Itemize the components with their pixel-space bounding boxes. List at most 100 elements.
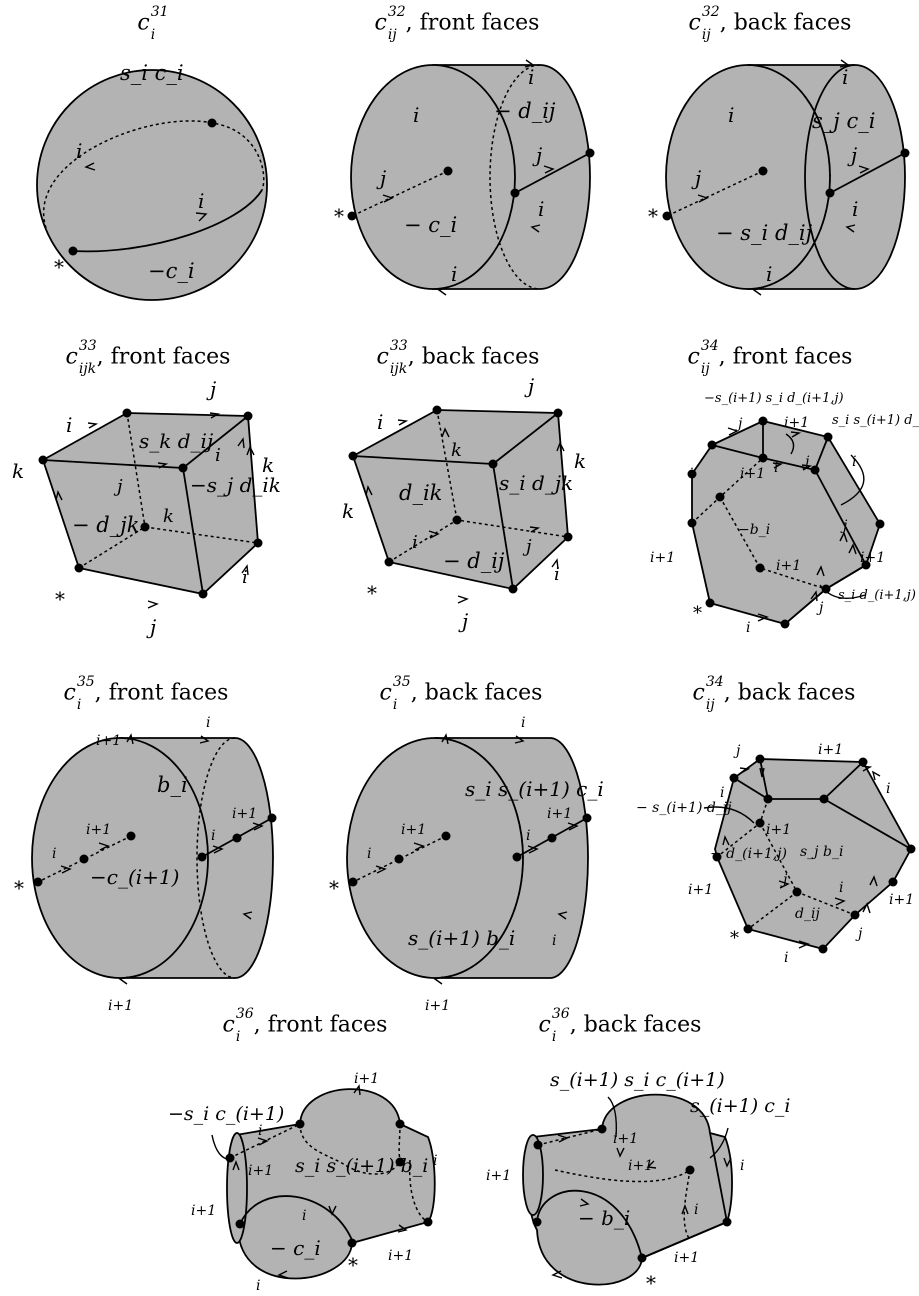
vertex <box>207 118 217 128</box>
vertex <box>38 455 48 465</box>
arrow-head <box>257 1137 269 1146</box>
basepoint-label: * <box>348 1253 358 1277</box>
edge-label: j <box>802 454 810 470</box>
arrow-head <box>524 59 535 68</box>
face-label: −b_i <box>738 522 770 538</box>
edge-label: j <box>691 166 701 190</box>
arrow-head <box>697 194 709 203</box>
vertex <box>597 1124 607 1134</box>
arrow-head <box>246 445 255 456</box>
arrow-head <box>84 162 96 171</box>
edge-label: j <box>735 416 743 432</box>
sphere-shape <box>36 69 268 301</box>
edge-label: j <box>840 518 848 534</box>
arrow-head <box>551 1270 563 1279</box>
edge-label: i <box>774 460 778 476</box>
edge-label: i <box>554 564 560 585</box>
edge-label: i+1 <box>108 998 133 1014</box>
edge-label: i+1 <box>232 806 257 822</box>
edge-label: i <box>746 620 750 636</box>
face-label: − b_i <box>578 1206 630 1230</box>
arrow-head <box>457 595 469 604</box>
edge-label: i <box>66 413 72 437</box>
diagram-c34-front: −s_(i+1) s_i d_(i+1,j) i+1 s_i s_(i+1) d… <box>650 391 919 636</box>
vertex <box>792 887 802 897</box>
arrow-head <box>557 911 568 920</box>
arrow-head <box>87 422 99 429</box>
vertex <box>232 833 242 843</box>
arrow-head <box>397 419 409 426</box>
vertex <box>79 854 89 864</box>
vertex <box>533 1140 543 1150</box>
edge-dotted <box>37 835 132 883</box>
edge-label: k <box>574 449 586 473</box>
cube-edge <box>182 467 204 595</box>
vertex <box>707 440 717 450</box>
arrow-head <box>816 565 825 577</box>
arrow-head <box>727 427 739 436</box>
edge-label: i+1 <box>674 1250 699 1266</box>
vertex <box>712 852 722 862</box>
arrow-head <box>772 462 784 469</box>
basepoint-label: * <box>646 1271 656 1295</box>
front-edge <box>536 1189 643 1259</box>
arrow-head <box>433 976 444 985</box>
arrow-head <box>353 1084 361 1096</box>
vertex <box>705 598 715 608</box>
vertex <box>662 211 672 221</box>
basepoint-label: * <box>730 928 739 949</box>
vertex <box>122 408 132 418</box>
polytope-edges <box>784 469 868 625</box>
edge-label: i <box>433 1153 437 1169</box>
edge-label: j <box>733 743 741 759</box>
arrow-head <box>858 165 870 174</box>
basepoint-label: * <box>693 603 702 624</box>
edge-label: i+1 <box>628 1158 653 1174</box>
vertex <box>850 910 860 920</box>
pointer-arrow <box>785 433 795 455</box>
vertex <box>729 773 739 783</box>
vertex <box>637 1253 647 1263</box>
arrow-head <box>514 735 525 744</box>
vertex <box>348 877 358 887</box>
arrow-head <box>241 564 249 576</box>
edge-label: i <box>852 197 858 221</box>
edge-label: i+1 <box>248 1163 273 1179</box>
edge-label: k <box>451 440 462 461</box>
vertex <box>68 246 78 256</box>
vertex <box>510 188 520 198</box>
edge-label: j <box>206 377 216 401</box>
face-label: s_i c_i <box>120 61 184 85</box>
pointer-arrow <box>607 1096 618 1138</box>
front-rim-hidden <box>747 64 831 290</box>
edge-label: i <box>367 846 371 862</box>
diagram-c36-front: −s_i c_(i+1) i+1 i i+1 s_i s_(i+1) b_i i… <box>168 1071 437 1294</box>
face-label: s_i d_jk <box>499 471 573 495</box>
edge-label: i <box>552 933 556 949</box>
arrow-head <box>98 842 110 851</box>
face-label: −c_(i+1) <box>90 865 179 889</box>
arrow-head <box>277 1270 289 1279</box>
front-edge <box>239 1195 353 1241</box>
basepoint-label: * <box>329 876 339 900</box>
vertex <box>763 794 773 804</box>
arrow-head <box>759 767 765 778</box>
diagram-c34-back: j i+1 i i − s_(i+1) d_ij i+1 − d_(i+1,j)… <box>636 742 916 966</box>
edge-label: i <box>198 189 204 213</box>
face-label: s_j b_i <box>800 844 843 860</box>
pointer-arrow <box>709 1127 729 1159</box>
edge-label: j <box>816 600 824 616</box>
edge-label: i <box>52 846 56 862</box>
edge-label: i <box>886 781 890 797</box>
arrow-head <box>862 902 871 914</box>
arrow-head <box>869 875 878 887</box>
edge-label: i <box>377 410 383 434</box>
edge-label: i+1 <box>650 550 675 566</box>
arrow-head <box>237 437 245 449</box>
vertex <box>395 1157 405 1167</box>
diagram-c32-back: i i s_j c_i j j * − s_i d_ij i i <box>648 59 910 296</box>
